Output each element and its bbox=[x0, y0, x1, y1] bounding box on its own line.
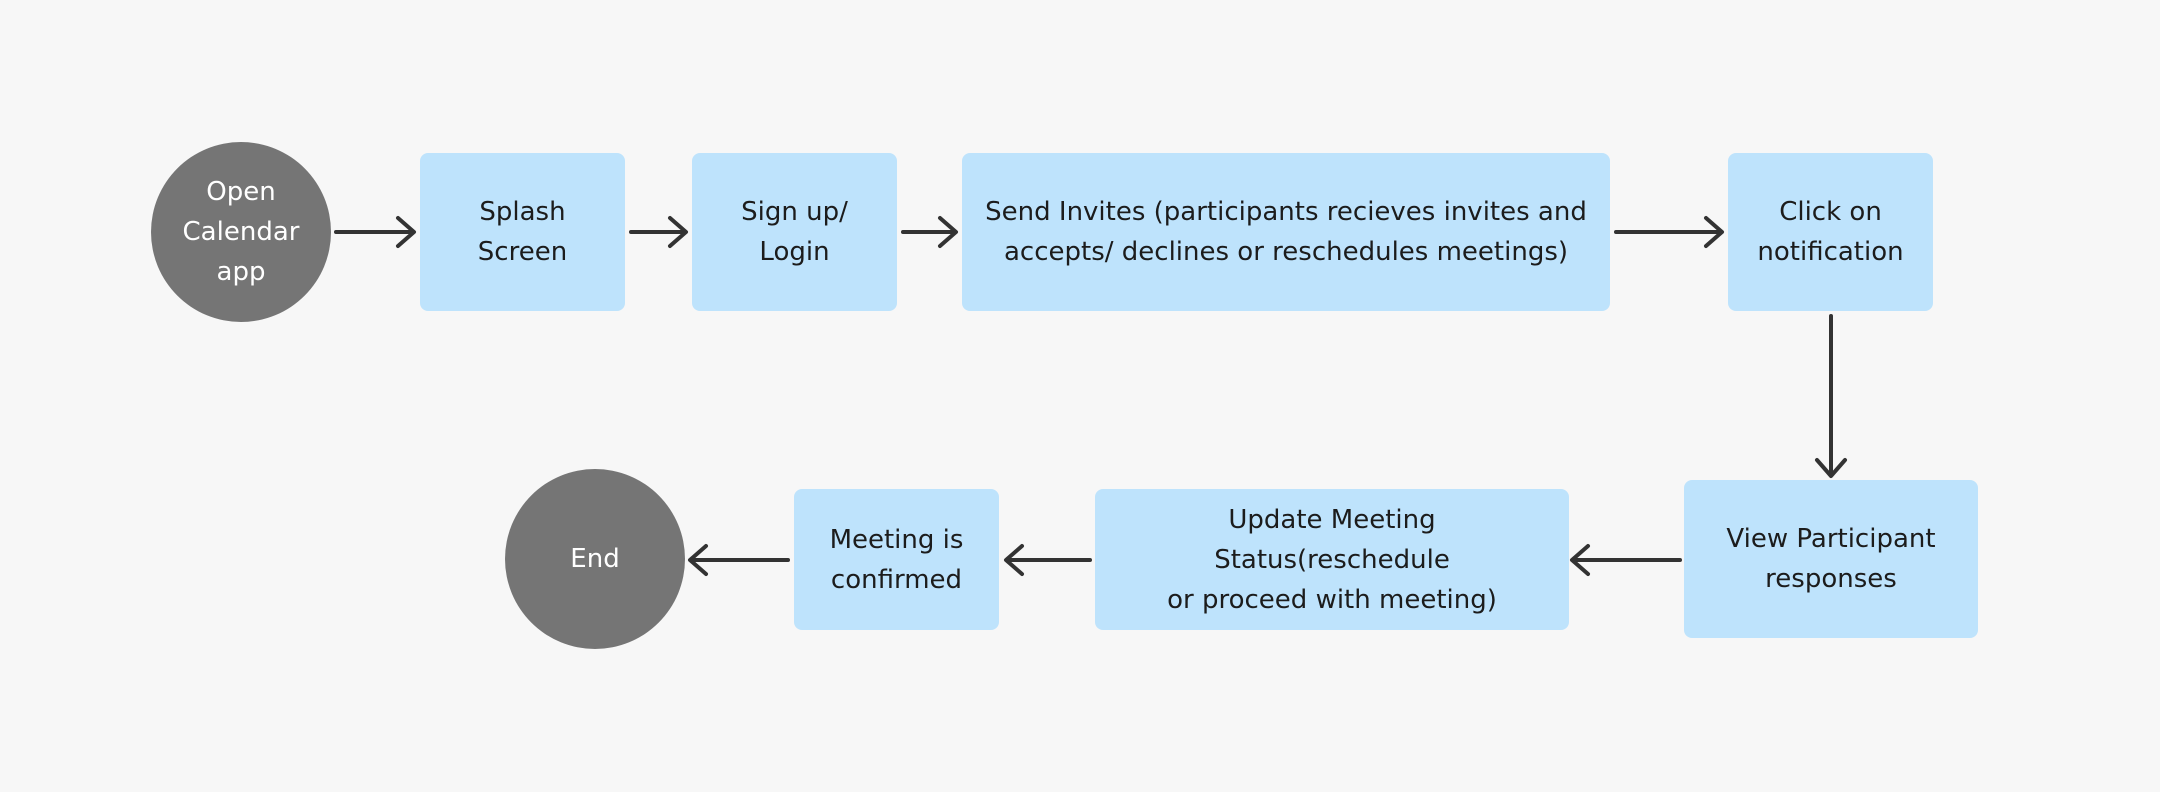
node-update-meeting-status: Update Meeting Status(reschedule or proc… bbox=[1095, 489, 1569, 630]
arrow-update-status-to-confirmed bbox=[1004, 544, 1092, 576]
node-meeting-confirmed: Meeting is confirmed bbox=[794, 489, 999, 630]
node-splash-screen: Splash Screen bbox=[420, 153, 625, 311]
node-click-notification-label: Click on notification bbox=[1757, 197, 1904, 267]
node-meeting-confirmed-label: Meeting is confirmed bbox=[829, 524, 964, 595]
node-signup-login-label: Sign up/ Login bbox=[741, 197, 848, 267]
node-send-invites-label: Send Invites (participants recieves invi… bbox=[985, 197, 1587, 267]
node-send-invites: Send Invites (participants recieves invi… bbox=[962, 153, 1610, 311]
node-click-notification: Click on notification bbox=[1728, 153, 1933, 311]
node-view-responses: View Participant responses bbox=[1684, 480, 1978, 638]
node-update-meeting-status-label: Update Meeting Status(reschedule or proc… bbox=[1167, 504, 1497, 615]
node-splash-screen-label: Splash Screen bbox=[477, 197, 568, 267]
arrow-start-to-splash bbox=[334, 216, 416, 248]
arrow-notification-to-responses bbox=[1815, 314, 1847, 478]
arrow-confirmed-to-end bbox=[688, 544, 790, 576]
arrow-splash-to-signup bbox=[629, 216, 688, 248]
node-start-label: Open Calendar app bbox=[182, 177, 300, 287]
node-end-label: End bbox=[570, 544, 620, 574]
arrow-signup-to-invites bbox=[901, 216, 958, 248]
arrow-responses-to-update-status bbox=[1570, 544, 1682, 576]
node-view-responses-label: View Participant responses bbox=[1726, 524, 1936, 594]
node-start: Open Calendar app bbox=[151, 142, 331, 322]
arrow-invites-to-notification bbox=[1614, 216, 1724, 248]
node-signup-login: Sign up/ Login bbox=[692, 153, 897, 311]
node-end: End bbox=[505, 469, 685, 649]
